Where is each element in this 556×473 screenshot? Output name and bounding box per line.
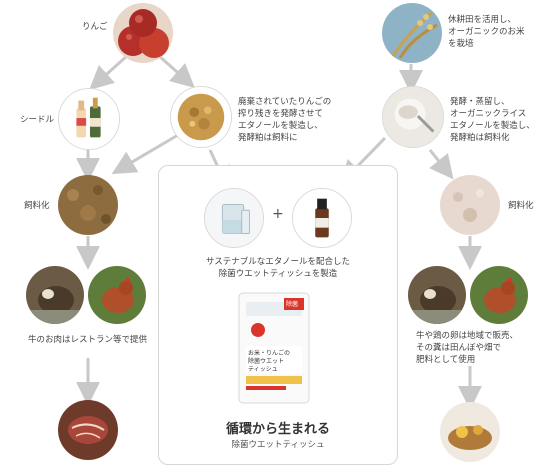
arrow-apple-to-pomace	[157, 53, 195, 88]
label-feed-left: 飼料化	[24, 201, 50, 211]
label-rice-line-1: 休耕田を活用し、	[448, 15, 517, 25]
feed-right-image	[440, 175, 500, 235]
label-pomace-line-3: エタノールを製造し、	[238, 121, 323, 131]
wet-tissue-package: 除菌 お米・りんごの 除菌ウエット ティッシュ	[238, 292, 310, 404]
label-rice-ethanol-line-2: オーガニックライス	[450, 109, 527, 119]
label-beef: 牛のお肉はレストラン等で提供	[28, 335, 148, 345]
label-rice-ethanol-line-3: エタノールを製造し、	[450, 121, 535, 131]
label-eggs-line-3: 肥料として使用	[416, 355, 476, 365]
label-eggs-line-2: その糞は田んぼや畑で	[416, 343, 502, 353]
apple-image	[113, 3, 173, 63]
label-pomace-line-1: 廃棄されていたりんごの	[238, 97, 332, 107]
package-title-line-1: お米・りんごの	[248, 350, 291, 357]
plus-sign: +	[272, 206, 284, 222]
label-cider: シードル	[20, 115, 55, 125]
headline: 循環から生まれる	[225, 422, 330, 437]
label-feed-right: 飼料化	[508, 201, 534, 211]
label-pomace-line-4: 発酵粕は飼料に	[238, 133, 298, 143]
ethanol-beaker-image	[204, 188, 264, 248]
label-apple: りんご	[82, 22, 108, 32]
chicken-right-image	[470, 266, 528, 324]
feed-left-image	[58, 175, 118, 235]
dish-image	[440, 402, 500, 462]
cow-right-image	[408, 266, 466, 324]
arrow-apple-to-cider	[89, 53, 130, 91]
chicken-left-image	[88, 266, 146, 324]
rice-grains-image	[382, 86, 444, 148]
label-rice-line-3: を栽培	[448, 39, 474, 49]
package-badge: 除菌	[286, 301, 299, 308]
cider-bottles-image	[58, 88, 120, 150]
cow-left-image	[26, 266, 84, 324]
package-title-line-3: ティッシュ	[248, 366, 278, 373]
label-rice-ethanol-line-1: 発酵・蒸留し、	[450, 97, 510, 107]
essential-oil-bottle-image	[292, 188, 352, 248]
arrow-ethanol-to-feed	[428, 149, 454, 180]
center-caption-line-1: サステナブルなエタノールを配合した	[205, 257, 351, 267]
label-pomace-line-2: 搾り残きを発酵させて	[238, 109, 324, 119]
meat-image	[58, 400, 118, 460]
center-caption-line-2: 除菌ウエットティッシュを製造	[218, 269, 338, 279]
package-title-line-2: 除菌ウエット	[248, 358, 285, 365]
apple-pomace-image	[170, 86, 232, 148]
rice-plant-image	[382, 3, 442, 63]
label-eggs-line-1: 牛や鶏の卵は地域で販売、	[416, 331, 519, 341]
arrow-pomace-to-feed	[111, 133, 179, 175]
label-rice-ethanol-line-4: 発酵粕は飼料化	[450, 133, 510, 143]
label-rice-line-2: オーガニックのお米	[448, 27, 525, 37]
subline: 除菌ウエットティッシュ	[231, 440, 325, 450]
